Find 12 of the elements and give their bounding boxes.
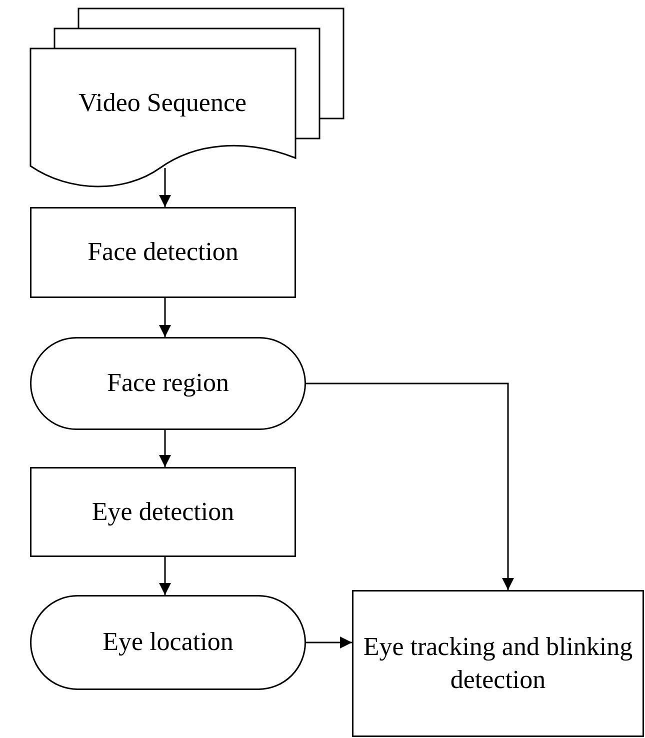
arrow: [159, 168, 171, 207]
node-label: Face region: [106, 367, 229, 400]
arrow: [306, 636, 352, 648]
node-label: Eye location: [102, 626, 234, 658]
arrow: [159, 557, 171, 595]
node-label: Eye detection: [92, 496, 234, 528]
arrow: [159, 430, 171, 467]
node-label: Video Sequence: [78, 86, 247, 119]
arrow: [159, 298, 171, 337]
node-label: Face detection: [88, 236, 238, 268]
arrow: [306, 382, 514, 590]
node-label: Eye tracking and blinking detection: [362, 631, 634, 696]
